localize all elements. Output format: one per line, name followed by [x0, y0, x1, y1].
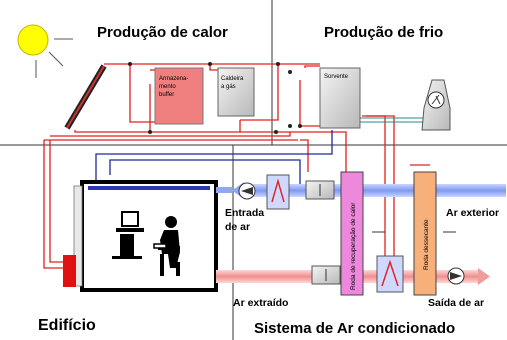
sorbent-chiller: Sorvente — [319, 67, 361, 129]
cooling-tower-icon — [421, 79, 451, 131]
buffer-storage-label-1: Armazena- — [159, 76, 188, 82]
sorbent-label: Sorvente — [324, 74, 349, 80]
pipe-junctions — [128, 62, 302, 134]
sun-icon — [17, 24, 73, 78]
exhaust-air-label: Ar extraído — [233, 297, 288, 309]
gas-boiler-label-1: Caldeira — [221, 76, 244, 82]
air-inlet-label-1: Entrada — [225, 207, 264, 219]
building-room — [63, 180, 218, 292]
building-title: Edifício — [38, 317, 96, 334]
buffer-storage-label-3: buffer — [159, 92, 174, 98]
gas-boiler-label-2: a gás — [221, 84, 236, 90]
buffer-storage-tank: Armazena- mento buffer — [154, 67, 204, 125]
heat-recovery-wheel-label: Roda de recuperação de calor — [350, 202, 357, 290]
gas-boiler: Caldeira a gás — [217, 67, 255, 117]
cooling-water-pipes — [360, 117, 423, 123]
heating-coil-exhaust — [376, 255, 404, 293]
hvac-system-title: Sistema de Ar condicionado — [254, 320, 455, 337]
desiccant-wheel: Roda dessecante — [413, 171, 437, 296]
desiccant-wheel-label: Roda dessecante — [423, 219, 430, 270]
office-worker-icon — [112, 211, 180, 276]
supply-fan-icon — [238, 182, 256, 200]
exhaust-fan-icon — [447, 267, 465, 285]
cold-production-title: Produção de frio — [324, 24, 443, 41]
heat-production-title: Produção de calor — [97, 24, 228, 41]
air-inlet-label-2: de ar — [225, 221, 250, 233]
filter-supply — [305, 180, 335, 200]
outside-air-label: Ar exterior — [446, 207, 499, 219]
solar-collector-icon — [64, 64, 107, 130]
filter-exhaust — [311, 265, 341, 285]
heating-coil-supply — [266, 174, 290, 210]
buffer-storage-label-2: mento — [159, 84, 176, 90]
heat-recovery-wheel: Roda de recuperação de calor — [340, 171, 364, 296]
supply-air-label: Saída de ar — [428, 297, 484, 309]
hot-water-pipes — [43, 63, 430, 269]
